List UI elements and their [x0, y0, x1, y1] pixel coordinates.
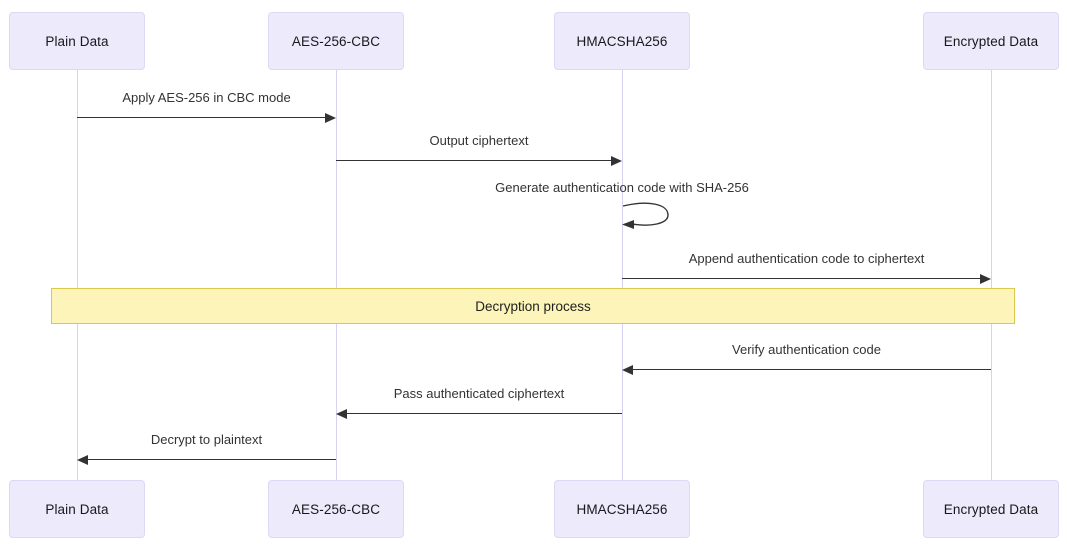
participant-bottom-plain-data[interactable]: Plain Data	[9, 480, 145, 538]
participant-label: Plain Data	[45, 501, 109, 517]
message-line-pass-auth-ciphertext	[347, 413, 622, 415]
participant-label: Plain Data	[45, 33, 109, 49]
arrowhead-left-icon	[77, 454, 88, 465]
message-label-pass-auth-ciphertext: Pass authenticated ciphertext	[393, 386, 565, 401]
message-line-apply-aes-256	[77, 117, 325, 119]
participant-top-encrypted-data[interactable]: Encrypted Data	[923, 12, 1059, 70]
arrowhead-left-icon	[622, 364, 633, 375]
participant-label: HMACSHA256	[576, 33, 668, 49]
message-label-output-ciphertext: Output ciphertext	[429, 133, 529, 148]
participant-top-plain-data[interactable]: Plain Data	[9, 12, 145, 70]
message-label-decrypt-to-plaintext: Decrypt to plaintext	[150, 432, 263, 447]
message-line-output-ciphertext	[336, 160, 611, 162]
message-line-decrypt-to-plaintext	[88, 459, 336, 461]
lifeline-encrypted-data	[991, 70, 992, 490]
message-label-generate-auth-code: Generate authentication code with SHA-25…	[495, 180, 749, 195]
arrowhead-right-icon	[611, 155, 622, 166]
arrowhead-right-icon	[980, 273, 991, 284]
participant-label: AES-256-CBC	[291, 501, 381, 517]
lifeline-hmacsha256	[622, 70, 623, 490]
arrowhead-left-icon	[336, 408, 347, 419]
participant-top-aes-256-cbc[interactable]: AES-256-CBC	[268, 12, 404, 70]
divider-label: Decryption process	[475, 298, 591, 314]
lifeline-aes-256-cbc	[336, 70, 337, 490]
participant-bottom-hmacsha256[interactable]: HMACSHA256	[554, 480, 690, 538]
lifeline-plain-data	[77, 70, 78, 490]
participant-bottom-aes-256-cbc[interactable]: AES-256-CBC	[268, 480, 404, 538]
message-label-apply-aes-256: Apply AES-256 in CBC mode	[122, 90, 291, 105]
message-label-append-auth-code: Append authentication code to ciphertext	[688, 251, 925, 266]
arrowhead-right-icon	[325, 112, 336, 123]
participant-bottom-encrypted-data[interactable]: Encrypted Data	[923, 480, 1059, 538]
message-label-verify-auth-code: Verify authentication code	[732, 342, 881, 357]
message-line-append-auth-code	[622, 278, 980, 280]
divider-decryption-process: Decryption process	[51, 288, 1015, 324]
self-loop-hmacsha256	[622, 202, 669, 229]
participant-label: Encrypted Data	[943, 33, 1039, 49]
participant-top-hmacsha256[interactable]: HMACSHA256	[554, 12, 690, 70]
participant-label: AES-256-CBC	[291, 33, 381, 49]
participant-label: Encrypted Data	[943, 501, 1039, 517]
message-line-verify-auth-code	[633, 369, 991, 371]
participant-label: HMACSHA256	[576, 501, 668, 517]
